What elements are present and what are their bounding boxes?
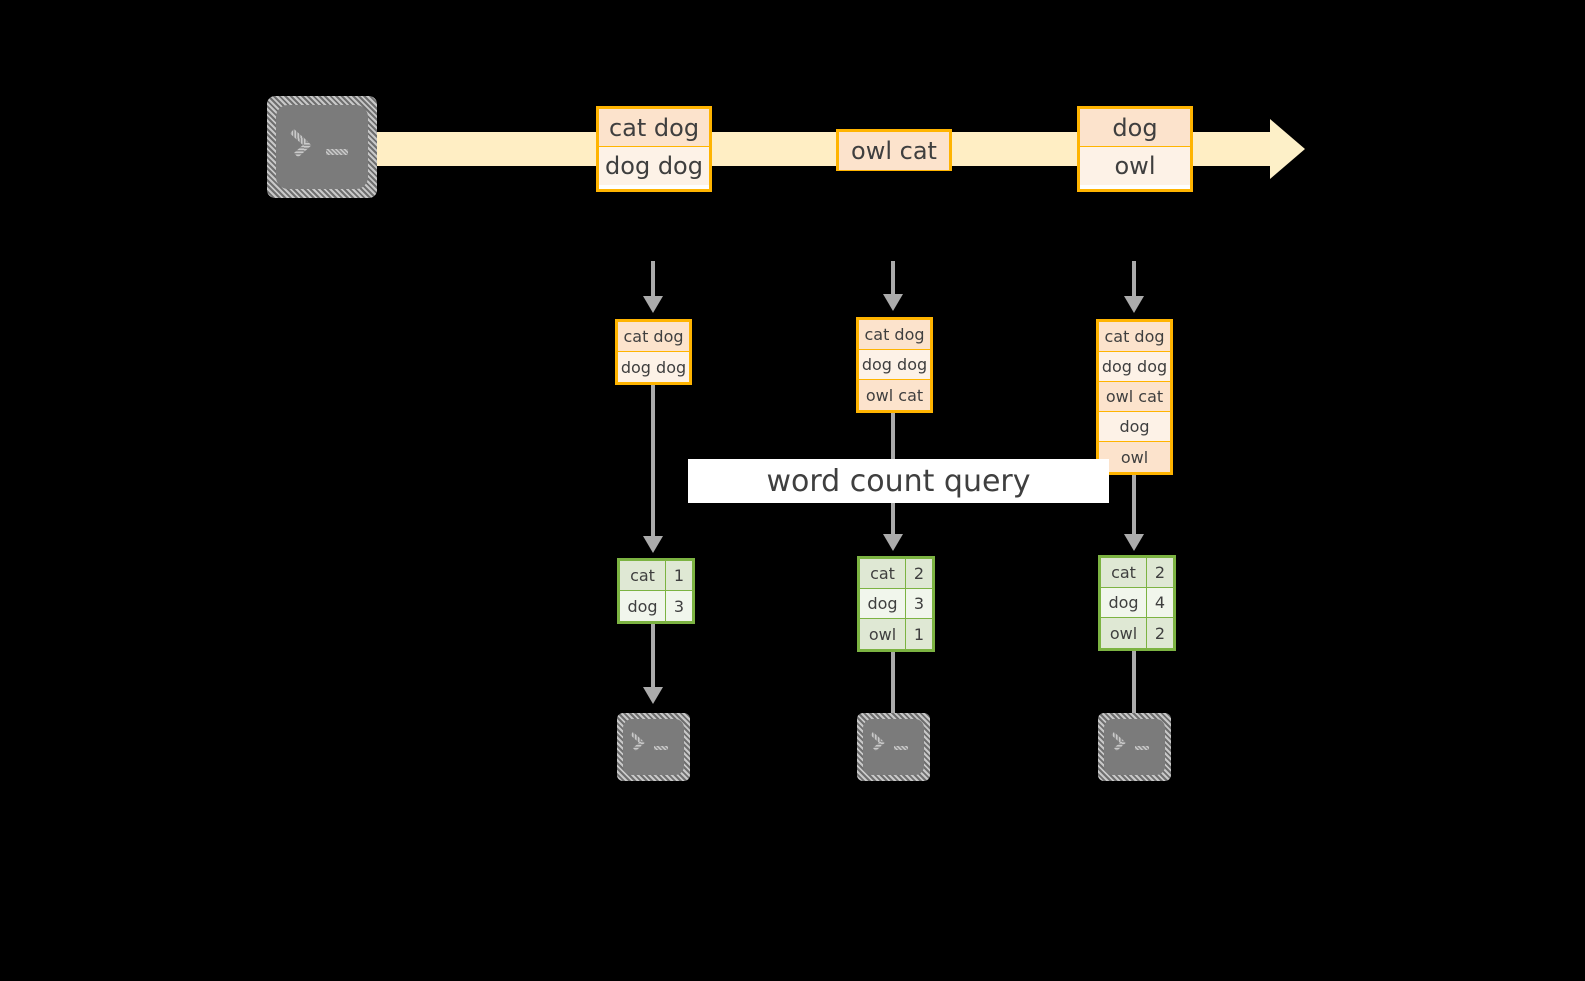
counts-word: dog: [860, 589, 906, 618]
snapshot-row: owl cat: [859, 380, 930, 410]
stream-to-snapshot-arrowhead-2: [883, 294, 903, 311]
snapshot-to-counts-connector-1: [651, 385, 655, 538]
snapshot-row: dog dog: [859, 350, 930, 380]
prompt-chevron-icon: [870, 731, 890, 751]
counts-table-3[interactable]: cat 2 dog 4 owl 2: [1098, 555, 1176, 651]
snapshot-row: cat dog: [859, 320, 930, 350]
counts-value: 2: [906, 559, 932, 588]
sink-terminal-icon-3[interactable]: [1098, 713, 1171, 781]
prompt-underscore-icon: [894, 746, 908, 750]
counts-row: dog 4: [1101, 588, 1173, 618]
stream-event-row: dog: [1080, 109, 1190, 147]
snapshot-row: dog dog: [1099, 352, 1170, 382]
counts-value: 3: [666, 591, 692, 621]
counts-word: owl: [860, 619, 906, 649]
stream-to-snapshot-connector-1: [651, 261, 655, 299]
prompt-chevron-icon: [1111, 731, 1131, 751]
counts-value: 3: [906, 589, 932, 618]
stream-event-row: owl cat: [839, 132, 949, 170]
stream-event-row: cat dog: [599, 109, 709, 147]
counts-word: cat: [620, 561, 666, 590]
stream-arrowhead: [1270, 119, 1305, 179]
counts-word: dog: [1101, 588, 1147, 617]
counts-value: 2: [1147, 618, 1173, 648]
snapshot-table-3[interactable]: cat dog dog dog owl cat dog owl: [1096, 319, 1173, 475]
counts-value: 1: [906, 619, 932, 649]
snapshot-to-counts-arrowhead-1: [643, 536, 663, 553]
snapshot-to-counts-arrowhead-2: [883, 534, 903, 551]
snapshot-to-counts-connector-3: [1132, 475, 1136, 536]
counts-word: cat: [860, 559, 906, 588]
stream-event-row: dog dog: [599, 147, 709, 185]
snapshot-table-1[interactable]: cat dog dog dog: [615, 319, 692, 385]
prompt-underscore-icon: [1135, 746, 1149, 750]
prompt-chevron-icon: [630, 731, 650, 751]
snapshot-row: owl: [1099, 442, 1170, 472]
prompt-chevron-icon: [289, 127, 320, 158]
counts-row: owl 1: [860, 619, 932, 649]
stream-event-row: owl: [1080, 147, 1190, 185]
counts-table-2[interactable]: cat 2 dog 3 owl 1: [857, 556, 935, 652]
counts-row: dog 3: [620, 591, 692, 621]
sink-terminal-icon-2[interactable]: [857, 713, 930, 781]
prompt-underscore-icon: [326, 149, 348, 155]
snapshot-row: cat dog: [1099, 322, 1170, 352]
counts-word: cat: [1101, 558, 1147, 587]
counts-row: cat 1: [620, 561, 692, 591]
stream-to-snapshot-arrowhead-3: [1124, 296, 1144, 313]
snapshot-table-2[interactable]: cat dog dog dog owl cat: [856, 317, 933, 413]
stream-to-snapshot-connector-3: [1132, 261, 1136, 299]
counts-value: 4: [1147, 588, 1173, 617]
counts-row: owl 2: [1101, 618, 1173, 648]
stream-event-3[interactable]: dog owl: [1077, 106, 1193, 192]
counts-row: cat 2: [1101, 558, 1173, 588]
counts-table-1[interactable]: cat 1 dog 3: [617, 558, 695, 624]
counts-to-sink-connector-1: [651, 624, 655, 689]
source-terminal-icon[interactable]: [267, 96, 377, 198]
snapshot-row: dog dog: [618, 352, 689, 382]
counts-value: 2: [1147, 558, 1173, 587]
snapshot-row: owl cat: [1099, 382, 1170, 412]
counts-value: 1: [666, 561, 692, 590]
snapshot-row: cat dog: [618, 322, 689, 352]
snapshot-to-counts-arrowhead-3: [1124, 534, 1144, 551]
snapshot-row: dog: [1099, 412, 1170, 442]
stream-to-snapshot-connector-2: [891, 261, 895, 297]
counts-to-sink-connector-2: [891, 652, 895, 715]
stream-event-1[interactable]: cat dog dog dog: [596, 106, 712, 192]
counts-word: owl: [1101, 618, 1147, 648]
counts-row: dog 3: [860, 589, 932, 619]
counts-word: dog: [620, 591, 666, 621]
counts-row: cat 2: [860, 559, 932, 589]
query-label: word count query: [688, 459, 1109, 503]
stream-to-snapshot-arrowhead-1: [643, 296, 663, 313]
counts-to-sink-arrowhead-1: [643, 687, 663, 704]
counts-to-sink-connector-3: [1132, 651, 1136, 715]
prompt-underscore-icon: [654, 746, 668, 750]
sink-terminal-icon-1[interactable]: [617, 713, 690, 781]
stream-event-2[interactable]: owl cat: [836, 129, 952, 171]
